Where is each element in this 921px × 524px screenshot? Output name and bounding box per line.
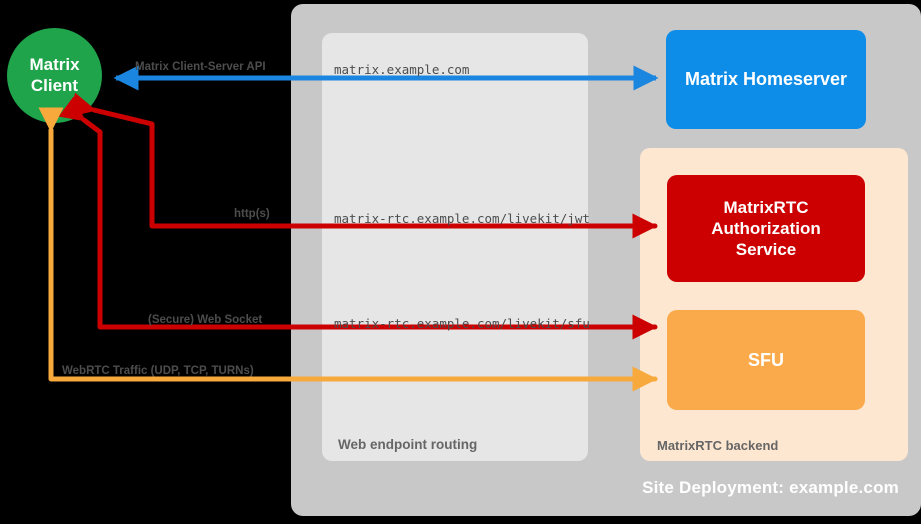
container-web-endpoint-routing (322, 33, 588, 461)
edge-label-webrtc-traffic: WebRTC Traffic (UDP, TCP, TURNs) (62, 365, 254, 377)
matrixrtc-auth-service-label: MatrixRTC Authorization Service (711, 197, 821, 261)
endpoint-label-livekit-sfu: matrix-rtc.example.com/livekit/sfu (334, 316, 590, 331)
matrix-homeserver-label: Matrix Homeserver (684, 69, 848, 90)
auth-label-line2: Authorization (711, 218, 821, 238)
endpoint-label-livekit-jwt: matrix-rtc.example.com/livekit/jwt (334, 211, 590, 226)
edge-label-https: http(s) (234, 208, 270, 220)
node-matrix-homeserver[interactable]: Matrix Homeserver (666, 30, 866, 129)
node-sfu[interactable]: SFU (667, 310, 865, 410)
endpoint-label-matrix-example-com: matrix.example.com (334, 62, 470, 77)
node-matrix-client[interactable]: Matrix Client (7, 28, 102, 123)
label-site-deployment: Site Deployment: example.com (642, 478, 899, 497)
edge-label-matrix-client-server-api: Matrix Client-Server API (135, 61, 266, 73)
label-web-endpoint-routing: Web endpoint routing (338, 437, 478, 452)
node-matrixrtc-authorization-service[interactable]: MatrixRTC Authorization Service (667, 175, 865, 282)
matrix-client-label-line1: Matrix (29, 55, 80, 75)
edge-label-secure-web-socket: (Secure) Web Socket (148, 314, 263, 326)
auth-label-line1: MatrixRTC (723, 197, 809, 217)
auth-label-line3: Service (735, 240, 797, 260)
label-matrixrtc-backend: MatrixRTC backend (657, 438, 779, 453)
matrix-client-label-line2: Client (30, 75, 79, 95)
sfu-label: SFU (748, 349, 784, 370)
